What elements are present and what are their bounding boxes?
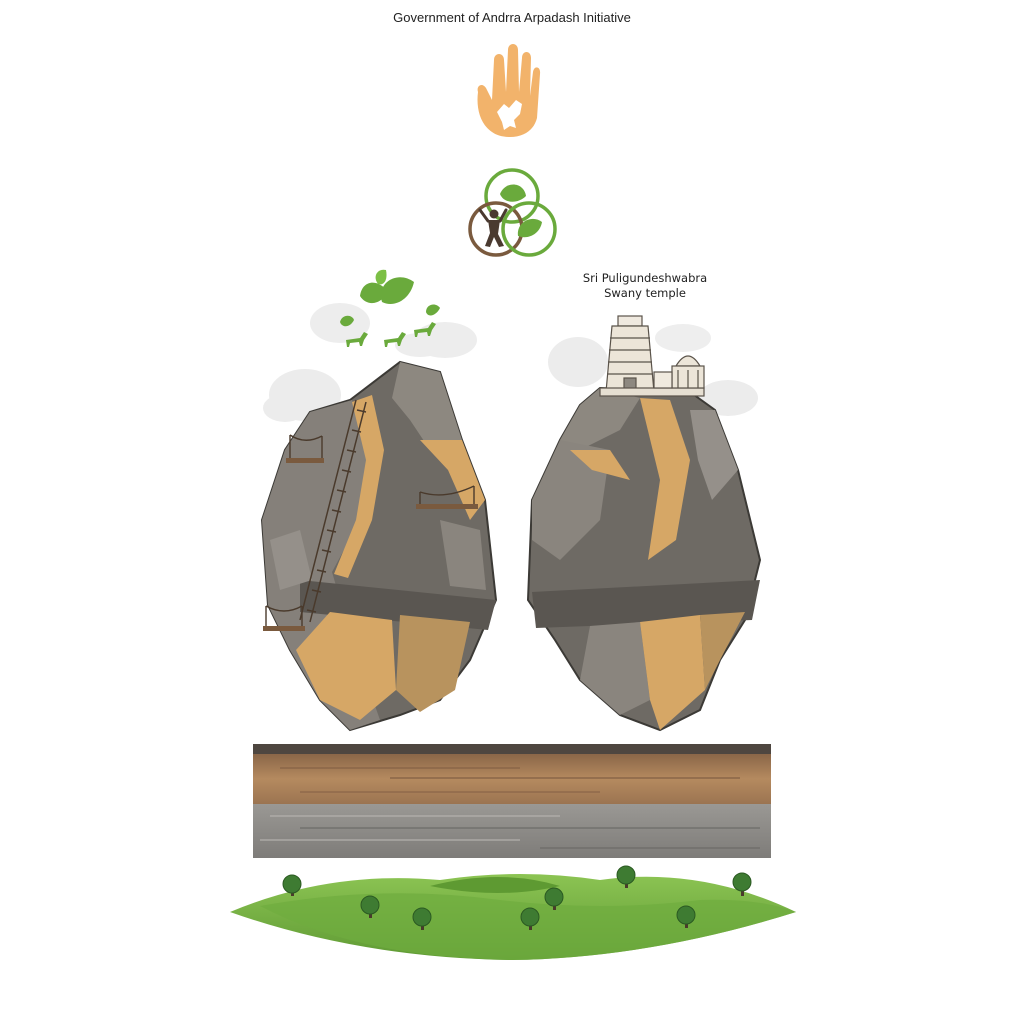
rope-ladder	[299, 399, 367, 623]
green-hills	[230, 874, 796, 960]
header-title: Government of Andrra Arpadash Initiative	[393, 10, 631, 25]
cloud-right-mid	[698, 380, 758, 416]
temple-label-line2: Swany temple	[604, 286, 686, 300]
bedrock-layer	[253, 804, 771, 858]
leaf-icon	[340, 269, 440, 327]
rope-bridge-upper-left	[286, 434, 324, 463]
deer-icon	[346, 322, 436, 347]
climber-icon	[478, 208, 508, 247]
rope-bridge-lower-left	[263, 605, 305, 631]
tree-icon	[282, 865, 752, 930]
left-rock	[260, 360, 498, 732]
soil-layer	[253, 744, 771, 804]
temple-label-line1: Sri Puligundeshwabra	[582, 271, 708, 285]
right-rock	[526, 386, 762, 732]
rope-bridge-right	[416, 485, 478, 509]
cloud-right-top	[655, 324, 711, 352]
eco-tourism-emblem-icon	[468, 168, 557, 257]
temple-icon	[599, 315, 705, 397]
cloud-right-left	[548, 337, 608, 387]
temple-label: Sri Puligundeshwabra Swany temple	[560, 271, 730, 301]
cloud-left-top	[310, 303, 477, 358]
hand-icon	[477, 44, 541, 137]
